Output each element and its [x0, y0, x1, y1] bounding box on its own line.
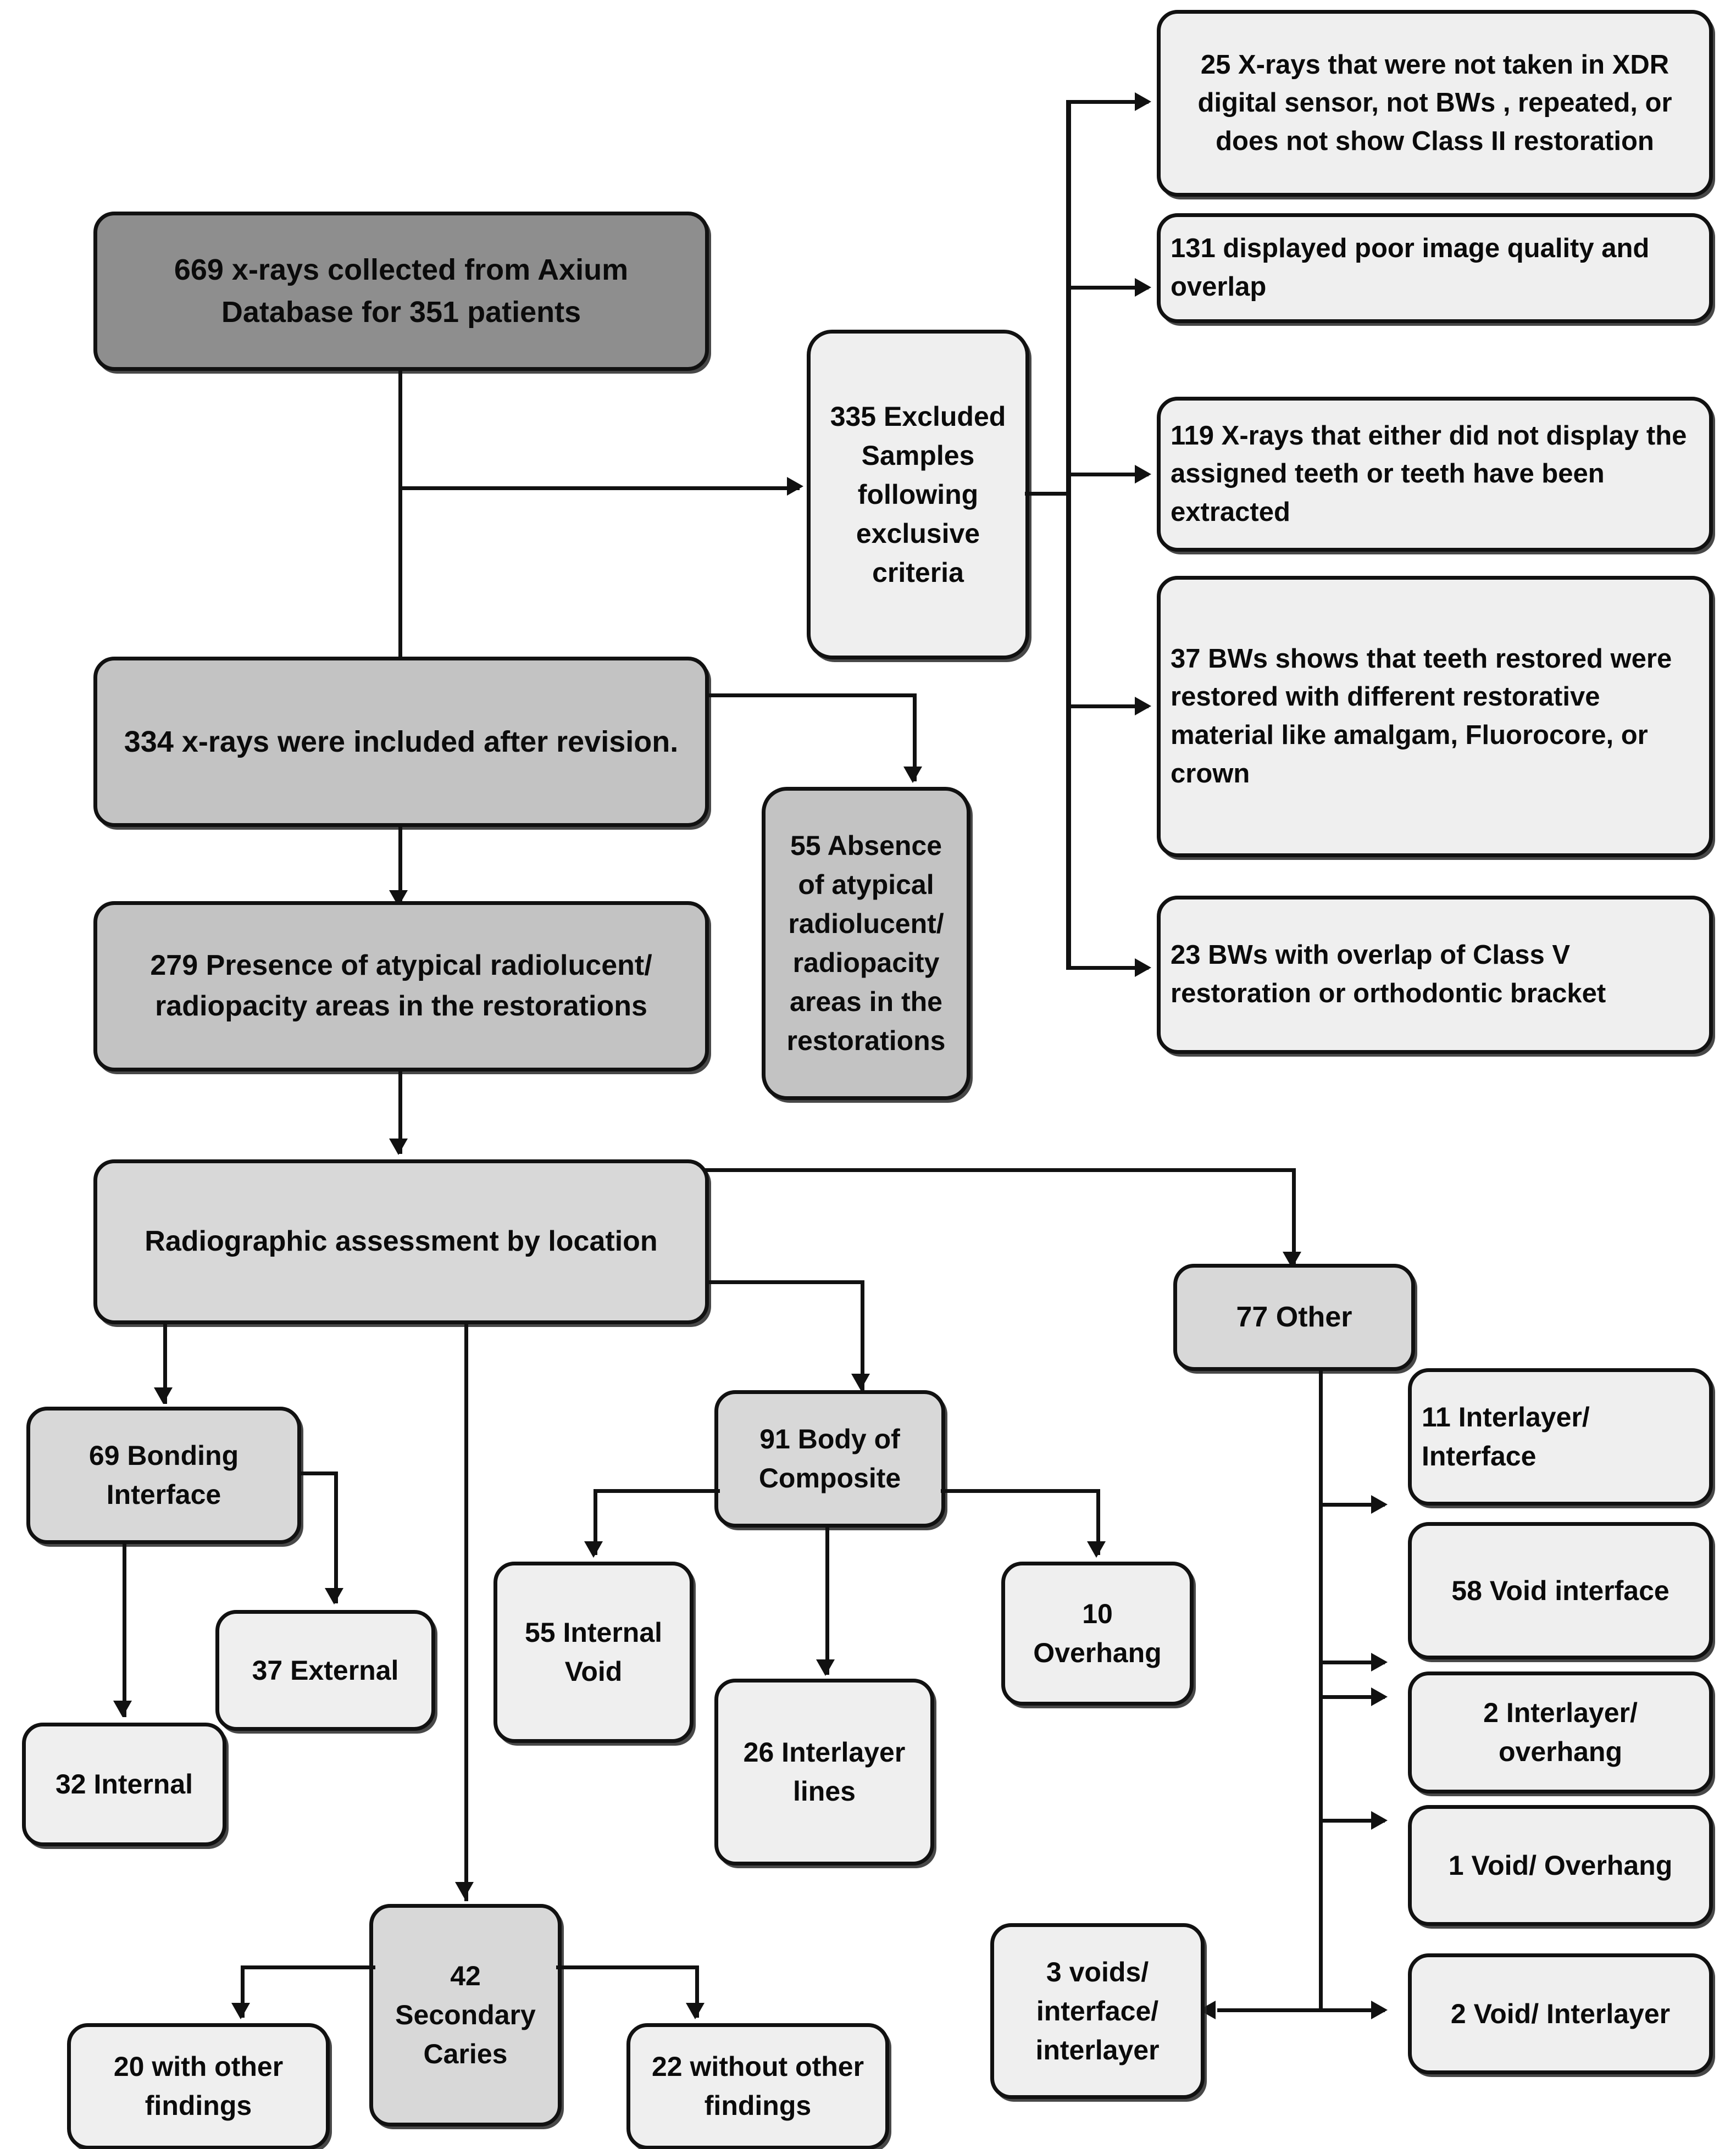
arrowhead-to-bonding — [154, 1387, 173, 1404]
node-bonding-interface: 69 Bonding Interface — [26, 1407, 301, 1544]
node-collected-xrays: 669 x-rays collected from Axium Database… — [93, 212, 709, 371]
arrowhead-excl5 — [1135, 958, 1151, 977]
node-bonding-external: 37 External — [215, 1610, 435, 1731]
connector-other-to-5 — [1319, 2008, 1385, 2012]
node-secondary-caries: 42 Secondary Caries — [369, 1904, 562, 2126]
arrowhead-excl1 — [1135, 92, 1151, 111]
connector-assessment-to-body-h — [705, 1280, 864, 1284]
connector-spine-to-excl2 — [1066, 286, 1149, 290]
connector-included-to-absence-v — [913, 693, 917, 781]
connector-exclusion-spine — [1066, 102, 1071, 970]
arrowhead-excl3 — [1135, 465, 1151, 484]
node-overhang: 10 Overhang — [1001, 1562, 1194, 1706]
arrowhead-excl2 — [1135, 278, 1151, 297]
connector-other-to-4 — [1319, 1819, 1385, 1823]
node-presence-atypical: 279 Presence of atypical radiolucent/ ra… — [93, 901, 709, 1071]
node-absence-atypical: 55 Absence of atypical radiolucent/ radi… — [762, 787, 970, 1100]
connector-spine-to-excl5 — [1066, 966, 1149, 970]
arrowhead-to-caries — [455, 1882, 474, 1898]
node-radiographic-assessment: Radiographic assessment by location — [93, 1159, 709, 1324]
connector-body-to-void-v — [594, 1489, 597, 1555]
connector-caries-to-without-v — [695, 1965, 699, 2018]
connector-assessment-to-bonding-v — [163, 1321, 167, 1404]
node-other-void-interlayer: 2 Void/ Interlayer — [1408, 1953, 1713, 2074]
arrowhead-other-4 — [1371, 1811, 1388, 1830]
node-body-of-composite: 91 Body of Composite — [714, 1390, 945, 1528]
connector-caries-to-without-h — [556, 1965, 699, 1969]
node-caries-with-findings: 20 with other findings — [67, 2023, 330, 2149]
node-included-xrays: 334 x-rays were included after revision. — [93, 657, 709, 827]
arrowhead-other-3 — [1371, 1687, 1388, 1706]
connector-body-to-interlayer-v — [825, 1526, 829, 1675]
node-interlayer-lines: 26 Interlayer lines — [714, 1679, 934, 1865]
connector-body-to-overhang-v — [1096, 1489, 1100, 1555]
connector-included-stem — [398, 827, 402, 904]
node-other-voids-interface-interlayer: 3 voids/ interface/ interlayer — [990, 1923, 1205, 2099]
connector-spine-to-excl4 — [1066, 704, 1149, 708]
connector-caries-to-with-h — [241, 1965, 375, 1969]
connector-caries-to-with-v — [241, 1965, 245, 2018]
connector-assessment-to-caries-v — [464, 1321, 468, 1901]
connector-other-to-1 — [1319, 1503, 1385, 1507]
arrowhead-other-5 — [1371, 2001, 1388, 2019]
connector-assessment-to-other-v — [1292, 1168, 1296, 1270]
node-caries-without-findings: 22 without other findings — [626, 2023, 889, 2149]
connector-other-spine — [1319, 1370, 1323, 2010]
node-internal-void: 55 Internal Void — [493, 1562, 694, 1743]
node-excluded-samples: 335 Excluded Samples following exclusive… — [807, 330, 1029, 659]
arrowhead-to-external — [325, 1588, 343, 1604]
arrowhead-other-2 — [1371, 1653, 1388, 1672]
node-other: 77 Other — [1173, 1264, 1415, 1371]
connector-bonding-to-internal-v — [123, 1541, 126, 1717]
arrowhead-to-assessment — [389, 1139, 408, 1155]
arrowhead-to-absence — [903, 767, 922, 783]
node-exclusion-reason-2: 131 displayed poor image quality and ove… — [1157, 213, 1713, 323]
node-other-void-interface: 58 Void interface — [1408, 1522, 1713, 1659]
arrowhead-to-interlayer-lines — [816, 1659, 835, 1676]
node-other-interlayer-interface: 11 Interlayer/ Interface — [1408, 1368, 1713, 1506]
arrowhead-to-body-composite — [851, 1374, 870, 1390]
connector-collected-stem — [398, 371, 402, 684]
arrowhead-to-internal — [113, 1701, 132, 1717]
connector-assessment-to-body-v — [861, 1280, 864, 1390]
arrowhead-other-1 — [1371, 1495, 1388, 1514]
arrowhead-to-internal-void — [584, 1541, 603, 1558]
arrowhead-to-with-findings — [231, 2003, 250, 2019]
connector-spine-to-excl1 — [1066, 100, 1149, 104]
arrowhead-to-overhang — [1087, 1541, 1106, 1558]
connector-presence-stem — [398, 1071, 402, 1154]
connector-spine-to-excl3 — [1066, 473, 1149, 476]
connector-included-to-absence-h — [705, 693, 917, 697]
connector-other-to-6 — [1217, 2008, 1322, 2012]
arrowhead-excl4 — [1135, 697, 1151, 715]
connector-excluded-to-spine — [1025, 492, 1070, 496]
node-other-void-overhang: 1 Void/ Overhang — [1408, 1805, 1713, 1926]
node-exclusion-reason-1: 25 X-rays that were not taken in XDR dig… — [1157, 10, 1713, 197]
connector-bonding-to-external-h — [299, 1471, 338, 1475]
connector-body-to-void-h — [594, 1489, 720, 1493]
connector-collected-to-excluded — [398, 486, 800, 490]
node-exclusion-reason-5: 23 BWs with overlap of Class V restorati… — [1157, 896, 1713, 1054]
connector-other-to-2 — [1319, 1661, 1385, 1664]
connector-bonding-to-external-v — [334, 1471, 338, 1603]
node-exclusion-reason-4: 37 BWs shows that teeth restored were re… — [1157, 576, 1713, 857]
arrowhead-to-without-findings — [686, 2003, 705, 2019]
connector-assessment-to-other-h — [705, 1168, 1296, 1172]
connector-body-to-overhang-h — [941, 1489, 1100, 1493]
node-other-interlayer-overhang: 2 Interlayer/ overhang — [1408, 1672, 1713, 1793]
node-bonding-internal: 32 Internal — [22, 1723, 226, 1846]
connector-other-to-3 — [1319, 1695, 1385, 1699]
node-exclusion-reason-3: 119 X-rays that either did not display t… — [1157, 397, 1713, 552]
arrowhead-to-excluded — [787, 477, 803, 496]
